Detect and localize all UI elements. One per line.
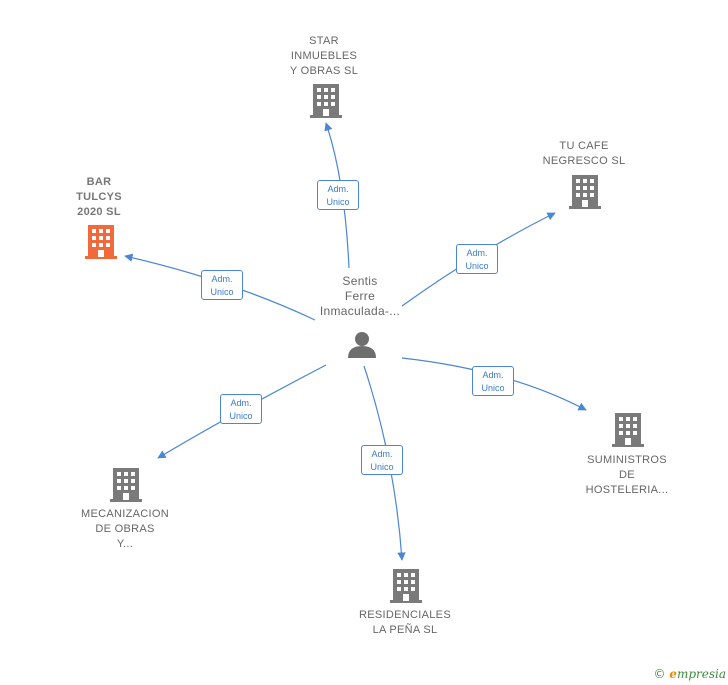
edge-label-line: Adm. [482,370,504,380]
edge-label-residenciales[interactable]: Adm. Unico [361,445,403,475]
company-label-line: DE [619,469,635,481]
person-label-line: Inmaculada-... [319,304,401,318]
company-label-line: SUMINISTROS [587,454,667,466]
edge-label-line: Adm. [466,248,488,258]
company-label-bar[interactable]: BAR TULCYS 2020 SL [39,175,159,220]
edge-label-line: Unico [370,462,394,472]
company-label-line: HOSTELERIA... [585,484,669,496]
company-label-suministros[interactable]: SUMINISTROS DE HOSTELERIA... [567,453,687,498]
company-label-line: LA PEÑA SL [372,624,438,636]
company-label-line: BAR [86,176,112,188]
edge-label-line: Adm. [327,184,349,194]
edge-label-line: Unico [210,287,234,297]
edge-label-tucafe[interactable]: Adm. Unico [456,244,498,274]
edge-label-line: Adm. [230,398,252,408]
company-label-line: NEGRESCO SL [542,155,626,167]
person-head [355,332,369,346]
company-label-mecanizacion[interactable]: MECANIZACION DE OBRAS Y... [65,507,185,552]
building-icon[interactable] [310,84,342,118]
building-icon[interactable] [569,175,601,209]
company-label-residenciales[interactable]: RESIDENCIALES LA PEÑA SL [345,608,465,638]
edge-label-line: Unico [481,383,505,393]
edge-label-suministros[interactable]: Adm. Unico [472,366,514,396]
person-icon[interactable] [348,332,376,358]
edge-label-line: Unico [326,197,350,207]
brand-initial: e [669,667,677,681]
copyright-symbol: © [653,667,666,681]
footer-brand: © empresia [653,667,726,681]
building-icon[interactable] [85,225,117,259]
company-label-tucafe[interactable]: TU CAFE NEGRESCO SL [524,139,644,169]
person-label-line: Ferre [344,289,376,303]
edge-label-mecanizacion[interactable]: Adm. Unico [220,394,262,424]
building-icon[interactable] [390,569,422,603]
company-label-line: MECANIZACION [81,508,169,520]
company-label-line: Y... [116,538,134,550]
brand-name: mpresia [676,667,726,681]
person-label-line: Sentis [342,274,378,288]
edge-label-star[interactable]: Adm. Unico [317,180,359,210]
company-label-line: TU CAFE [559,140,609,152]
edge-label-bar[interactable]: Adm. Unico [201,270,243,300]
company-label-line: 2020 SL [77,206,121,218]
company-label-star[interactable]: STAR INMUEBLES Y OBRAS SL [264,34,384,79]
company-label-line: Y OBRAS SL [289,65,359,77]
person-body [348,346,376,358]
edge-label-line: Unico [229,411,253,421]
company-label-line: TULCYS [76,191,122,203]
company-label-line: STAR [309,35,339,47]
building-icon[interactable] [612,413,644,447]
edge-label-line: Adm. [371,449,393,459]
company-label-line: RESIDENCIALES [359,609,451,621]
company-label-line: DE OBRAS [95,523,155,535]
company-label-line: INMUEBLES [290,50,358,62]
building-icon[interactable] [110,468,142,502]
edge-label-line: Adm. [211,274,233,284]
edge-label-line: Unico [465,261,489,271]
